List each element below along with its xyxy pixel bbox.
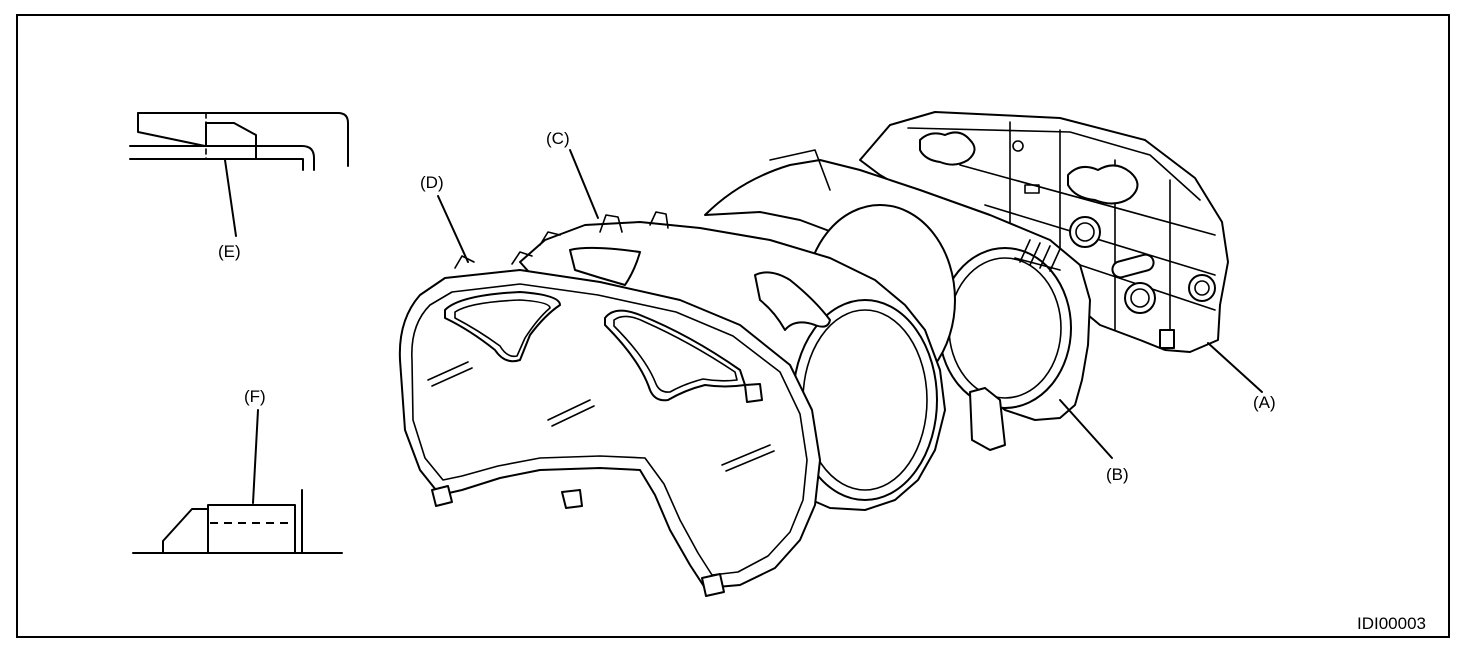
detail-f: (F) xyxy=(132,387,343,554)
part-a-rear-case: (A) xyxy=(859,111,1276,412)
detail-e: (E) xyxy=(129,112,349,261)
label-a: (A) xyxy=(1253,393,1276,412)
figure-code: IDI00003 xyxy=(1357,614,1426,633)
figure-frame xyxy=(16,14,1450,638)
label-b: (B) xyxy=(1106,465,1129,484)
label-d: (D) xyxy=(420,173,444,192)
part-d-lens: (D) xyxy=(398,173,831,597)
label-c: (C) xyxy=(546,129,570,148)
label-e: (E) xyxy=(218,242,241,261)
label-f: (F) xyxy=(244,387,266,406)
